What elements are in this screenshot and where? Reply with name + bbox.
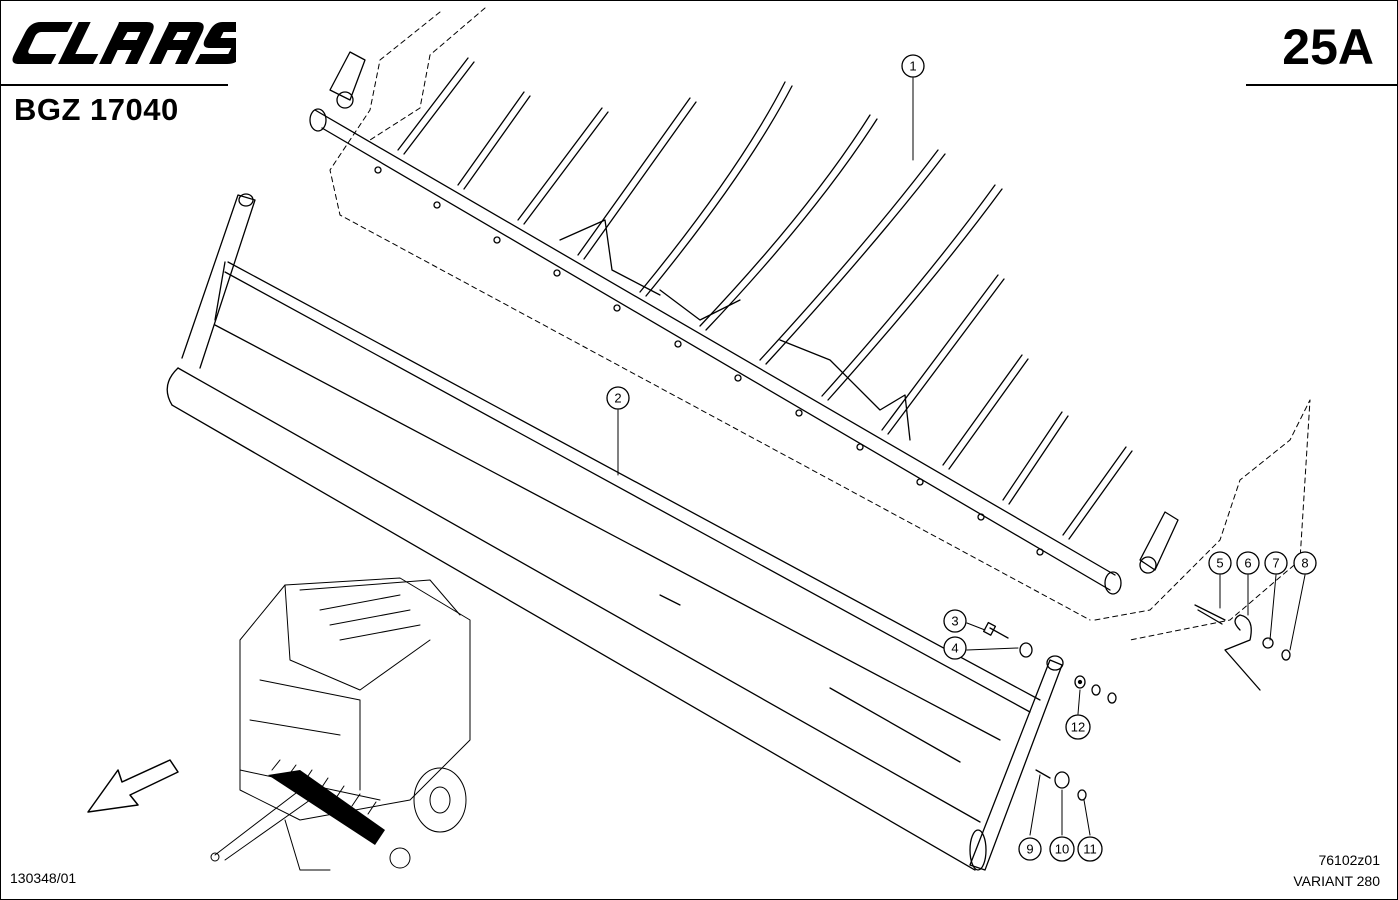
- callout-8: 8: [1293, 551, 1317, 575]
- tine-bar: [309, 51, 1179, 595]
- callout-9: 9: [1018, 837, 1042, 861]
- svg-text:2: 2: [614, 391, 621, 406]
- header-rule-left: [0, 84, 228, 86]
- svg-text:10: 10: [1055, 842, 1069, 857]
- hardware-parts: [983, 604, 1291, 801]
- direction-arrow: [87, 759, 179, 813]
- callout-4: 4: [943, 636, 967, 660]
- svg-text:9: 9: [1026, 842, 1033, 857]
- callout-12: 12: [1065, 714, 1091, 740]
- svg-text:4: 4: [951, 641, 958, 656]
- deflector-plate: [166, 193, 1064, 871]
- header-rule-right: [1246, 84, 1398, 86]
- svg-text:5: 5: [1216, 556, 1223, 571]
- doc-code: BGZ 17040: [14, 92, 179, 127]
- baler-overview-sketch: [210, 577, 471, 871]
- callout-11: 11: [1077, 836, 1103, 862]
- svg-text:3: 3: [951, 614, 958, 629]
- callout-1: 1: [901, 54, 925, 78]
- svg-text:11: 11: [1083, 842, 1097, 857]
- callout-5: 5: [1208, 551, 1232, 575]
- callout-6: 6: [1236, 551, 1260, 575]
- callout-3: 3: [943, 609, 967, 633]
- drawing-ref: 130348/01: [10, 870, 77, 886]
- leader-lines: [617, 77, 1306, 836]
- frame-outline-dashed: [329, 7, 1311, 641]
- callout-2: 2: [606, 386, 630, 410]
- svg-text:12: 12: [1071, 720, 1085, 735]
- svg-text:7: 7: [1272, 556, 1279, 571]
- variant-label: VARIANT 280: [1293, 873, 1380, 889]
- callouts: 1 2 3 4 5 6 7 8 9 10 11 12: [606, 54, 1317, 862]
- callout-10: 10: [1049, 836, 1075, 862]
- pickup-highlight: [268, 770, 385, 845]
- svg-text:6: 6: [1244, 556, 1251, 571]
- callout-7: 7: [1264, 551, 1288, 575]
- pickup-tines-highlight: [271, 759, 377, 815]
- svg-text:8: 8: [1301, 556, 1308, 571]
- svg-text:1: 1: [909, 59, 916, 74]
- page-code: 25A: [1282, 19, 1374, 75]
- image-code: 76102z01: [1318, 852, 1380, 868]
